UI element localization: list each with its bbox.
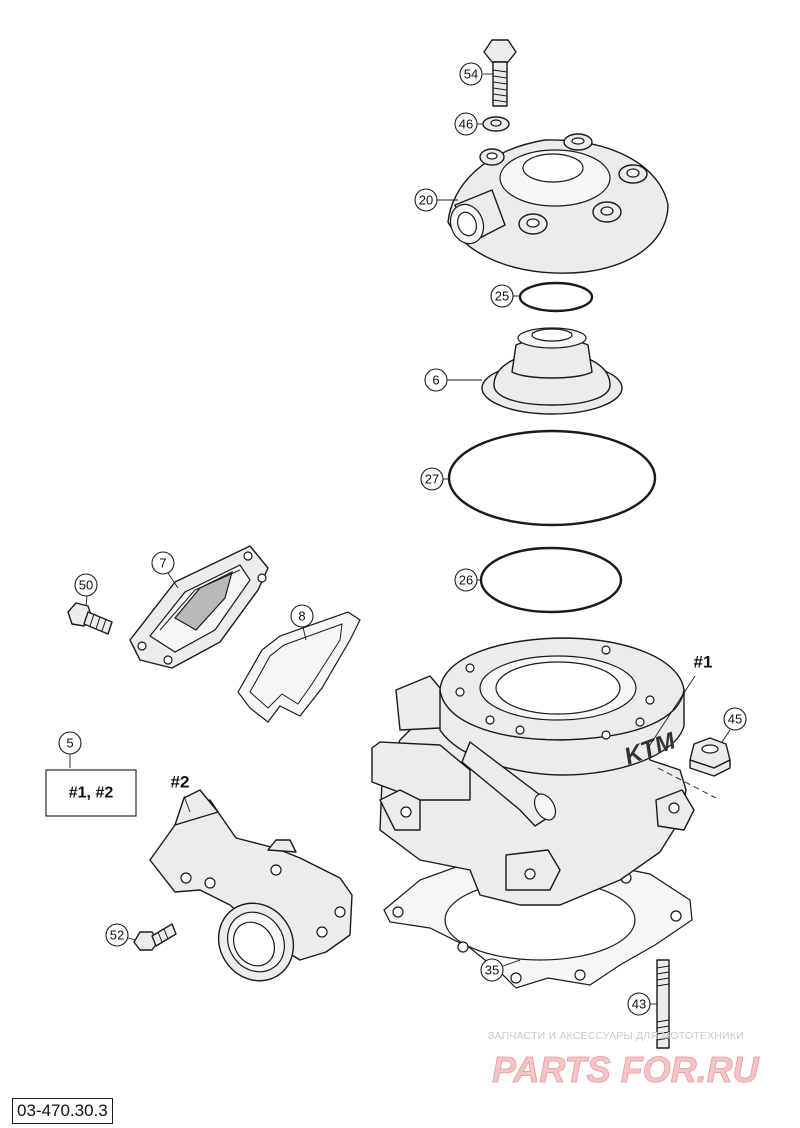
callout-52: 52 bbox=[105, 923, 129, 947]
svg-text:6: 6 bbox=[432, 373, 439, 388]
washer-46[interactable] bbox=[482, 116, 510, 132]
base-gasket-35[interactable] bbox=[383, 854, 693, 989]
ref-cylinder-1: #1 bbox=[694, 653, 713, 672]
watermark-logo-text: PARTS FOR.RU bbox=[492, 1049, 760, 1090]
o-ring-26[interactable] bbox=[479, 546, 623, 614]
o-ring-25[interactable] bbox=[518, 281, 594, 313]
callout-54: 54 bbox=[459, 62, 483, 86]
svg-text:26: 26 bbox=[459, 573, 473, 588]
callout-27: 27 bbox=[420, 467, 444, 491]
watermark-tagline: ЗАПЧАСТИ И АКСЕССУАРЫ ДЛЯ МОТОТЕХНИКИ bbox=[488, 1030, 744, 1042]
diagram-code: 03-470.30.3 bbox=[12, 1098, 113, 1124]
callout-45: 45 bbox=[723, 707, 747, 731]
svg-text:7: 7 bbox=[159, 556, 166, 571]
nut-45[interactable] bbox=[689, 737, 731, 777]
callout-7: 7 bbox=[151, 551, 175, 575]
svg-text:54: 54 bbox=[464, 67, 478, 82]
callout-26: 26 bbox=[454, 568, 478, 592]
svg-text:50: 50 bbox=[79, 578, 93, 593]
callout-35: 35 bbox=[480, 958, 504, 982]
o-ring-27[interactable] bbox=[447, 429, 657, 527]
svg-text:45: 45 bbox=[728, 712, 742, 727]
ref-intake-flange-2: #2 bbox=[171, 773, 190, 792]
svg-text:8: 8 bbox=[298, 609, 305, 624]
svg-text:27: 27 bbox=[425, 472, 439, 487]
callout-46: 46 bbox=[454, 112, 478, 136]
callout-50: 50 bbox=[74, 573, 98, 597]
stud-43[interactable] bbox=[656, 959, 670, 1049]
screw-52[interactable] bbox=[133, 923, 177, 951]
callout-6: 6 bbox=[424, 368, 448, 392]
kit-box-label: #1, #2 bbox=[69, 785, 114, 802]
bolt-54[interactable] bbox=[483, 39, 517, 107]
svg-text:43: 43 bbox=[632, 997, 646, 1012]
combustion-insert-6[interactable] bbox=[481, 327, 623, 415]
callout-43: 43 bbox=[627, 992, 651, 1016]
reed-valve-housing-7[interactable] bbox=[129, 545, 269, 669]
screw-50[interactable] bbox=[67, 602, 113, 635]
callout-20: 20 bbox=[414, 188, 438, 212]
callout-25: 25 bbox=[490, 284, 514, 308]
kit-box: #1, #2 bbox=[45, 769, 137, 817]
cylinder-head-20[interactable] bbox=[445, 133, 669, 274]
cylinder-1[interactable]: KTM bbox=[371, 637, 695, 906]
svg-text:5: 5 bbox=[66, 736, 73, 751]
leader-lines bbox=[69, 73, 731, 1005]
callout-5: 5 bbox=[58, 731, 82, 755]
svg-text:25: 25 bbox=[495, 289, 509, 304]
callout-8: 8 bbox=[290, 604, 314, 628]
intake-flange-2[interactable] bbox=[149, 789, 353, 995]
svg-text:52: 52 bbox=[110, 928, 124, 943]
svg-text:35: 35 bbox=[485, 963, 499, 978]
svg-text:46: 46 bbox=[459, 117, 473, 132]
svg-text:20: 20 bbox=[419, 193, 433, 208]
watermark-logo: PARTS FOR.RU bbox=[492, 1049, 760, 1091]
watermark: ЗАПЧАСТИ И АКСЕССУАРЫ ДЛЯ МОТОТЕХНИКИ PA… bbox=[488, 1030, 788, 1097]
gasket-8[interactable] bbox=[237, 611, 361, 723]
